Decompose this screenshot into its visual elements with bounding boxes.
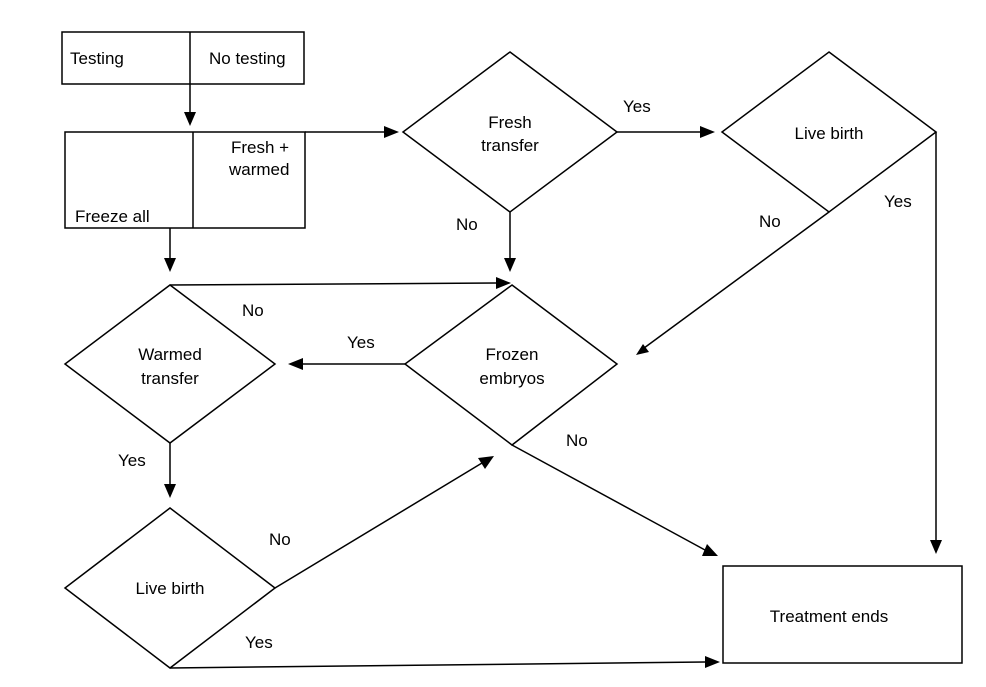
arrowhead-live-top-no — [636, 344, 649, 355]
freeze-box: Freeze all Fresh + warmed — [64, 131, 306, 229]
label-live-top-no: No — [759, 212, 781, 231]
treatment-ends-frame — [722, 565, 963, 664]
label-warmed-no: No — [242, 301, 264, 320]
arrowhead-live-bottom-yes — [705, 656, 720, 668]
treatment-ends-label: Treatment ends — [770, 607, 888, 626]
fresh-transfer-label-line2: transfer — [481, 136, 539, 155]
arrowhead-live-bottom-no — [478, 456, 494, 469]
frozen-embryos-label-line2: embryos — [479, 369, 544, 388]
live-birth-top-label: Live birth — [795, 124, 864, 143]
fresh-transfer-diamond — [401, 51, 619, 213]
label-fresh-yes: Yes — [623, 97, 651, 116]
label-frozen-yes: Yes — [347, 333, 375, 352]
arrowhead-warmed-yes — [164, 484, 176, 498]
arrowhead-fresh-no — [504, 258, 516, 272]
label-live-top-yes: Yes — [884, 192, 912, 211]
frozen-embryos-diamond — [403, 284, 619, 446]
live-birth-bottom-label: Live birth — [136, 579, 205, 598]
fresh-transfer-decision: Fresh transfer — [401, 51, 619, 213]
warmed-transfer-label-line2: transfer — [141, 369, 199, 388]
arrowhead-fresh-yes — [700, 126, 715, 138]
freeze-box-frame — [64, 131, 306, 229]
testing-box-frame — [61, 31, 305, 85]
frozen-embryos-label-line1: Frozen — [486, 345, 539, 364]
live-birth-top-decision: Live birth — [720, 51, 938, 213]
frozen-embryos-decision: Frozen embryos — [403, 284, 619, 446]
arrow-live-bottom-no — [274, 462, 483, 589]
arrow-frozen-no — [511, 444, 706, 551]
freeze-all-label: Freeze all — [75, 207, 150, 226]
live-birth-bottom-decision: Live birth — [63, 507, 277, 669]
arrowhead-freeze-to-fresh-transfer — [384, 126, 399, 138]
fresh-transfer-label-line1: Fresh — [488, 113, 531, 132]
testing-label: Testing — [70, 49, 124, 68]
label-fresh-no: No — [456, 215, 478, 234]
arrowhead-frozen-yes — [288, 358, 303, 370]
arrow-live-top-no — [639, 211, 830, 352]
arrowhead-freeze-to-warmed — [164, 258, 176, 272]
arrowhead-live-top-yes — [930, 540, 942, 554]
arrow-live-bottom-yes — [169, 661, 706, 669]
label-live-bottom-no: No — [269, 530, 291, 549]
testing-box: Testing No testing — [61, 31, 305, 85]
label-live-bottom-yes: Yes — [245, 633, 273, 652]
label-frozen-no: No — [566, 431, 588, 450]
edge-labels: Yes No No Yes No Yes No Yes No Yes — [118, 97, 912, 652]
label-warmed-yes: Yes — [118, 451, 146, 470]
treatment-ends-box: Treatment ends — [722, 565, 963, 664]
arrow-warmed-no — [169, 282, 497, 286]
fresh-warmed-label-line2: warmed — [228, 160, 289, 179]
no-testing-label: No testing — [209, 49, 286, 68]
warmed-transfer-decision: Warmed transfer — [63, 284, 277, 444]
fresh-warmed-label-line1: Fresh + — [231, 138, 289, 157]
connectors — [164, 84, 942, 669]
arrowhead-frozen-no — [702, 544, 718, 556]
arrowhead-warmed-no — [496, 277, 511, 289]
warmed-transfer-label-line1: Warmed — [138, 345, 202, 364]
arrowhead-testing-to-freeze — [184, 112, 196, 126]
